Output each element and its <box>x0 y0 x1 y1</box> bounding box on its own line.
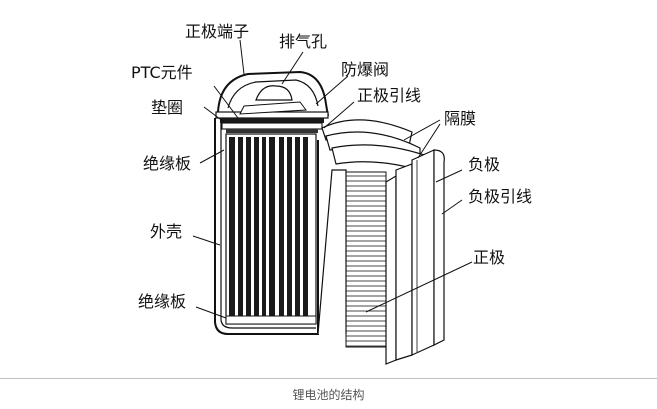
cap-assembly <box>215 70 329 133</box>
figure-caption: 锂电池的结构 <box>292 388 365 402</box>
label-case: 外壳 <box>150 222 183 241</box>
case-inner-wall <box>220 122 316 329</box>
label-insulator-bottom: 绝缘板 <box>138 292 187 311</box>
electrode-roll <box>225 133 317 325</box>
case-outline <box>214 118 319 335</box>
label-negative-lead: 负极引线 <box>468 187 533 206</box>
leader-lines <box>192 39 473 319</box>
label-safety-valve: 防爆阀 <box>341 60 390 79</box>
label-positive-terminal: 正极端子 <box>185 22 250 41</box>
label-positive: 正极 <box>473 248 506 267</box>
battery-structure-diagram <box>192 39 473 365</box>
label-ptc-element: PTC元件 <box>131 63 193 82</box>
label-positive-lead: 正极引线 <box>357 86 422 105</box>
caption-divider <box>0 378 657 379</box>
label-insulator-top: 绝缘板 <box>143 154 192 173</box>
label-separator: 隔膜 <box>444 109 477 128</box>
label-gasket: 垫圈 <box>151 98 184 117</box>
unrolled-layers <box>317 119 445 365</box>
label-vent-hole: 排气孔 <box>279 32 328 51</box>
label-negative: 负极 <box>468 155 501 174</box>
